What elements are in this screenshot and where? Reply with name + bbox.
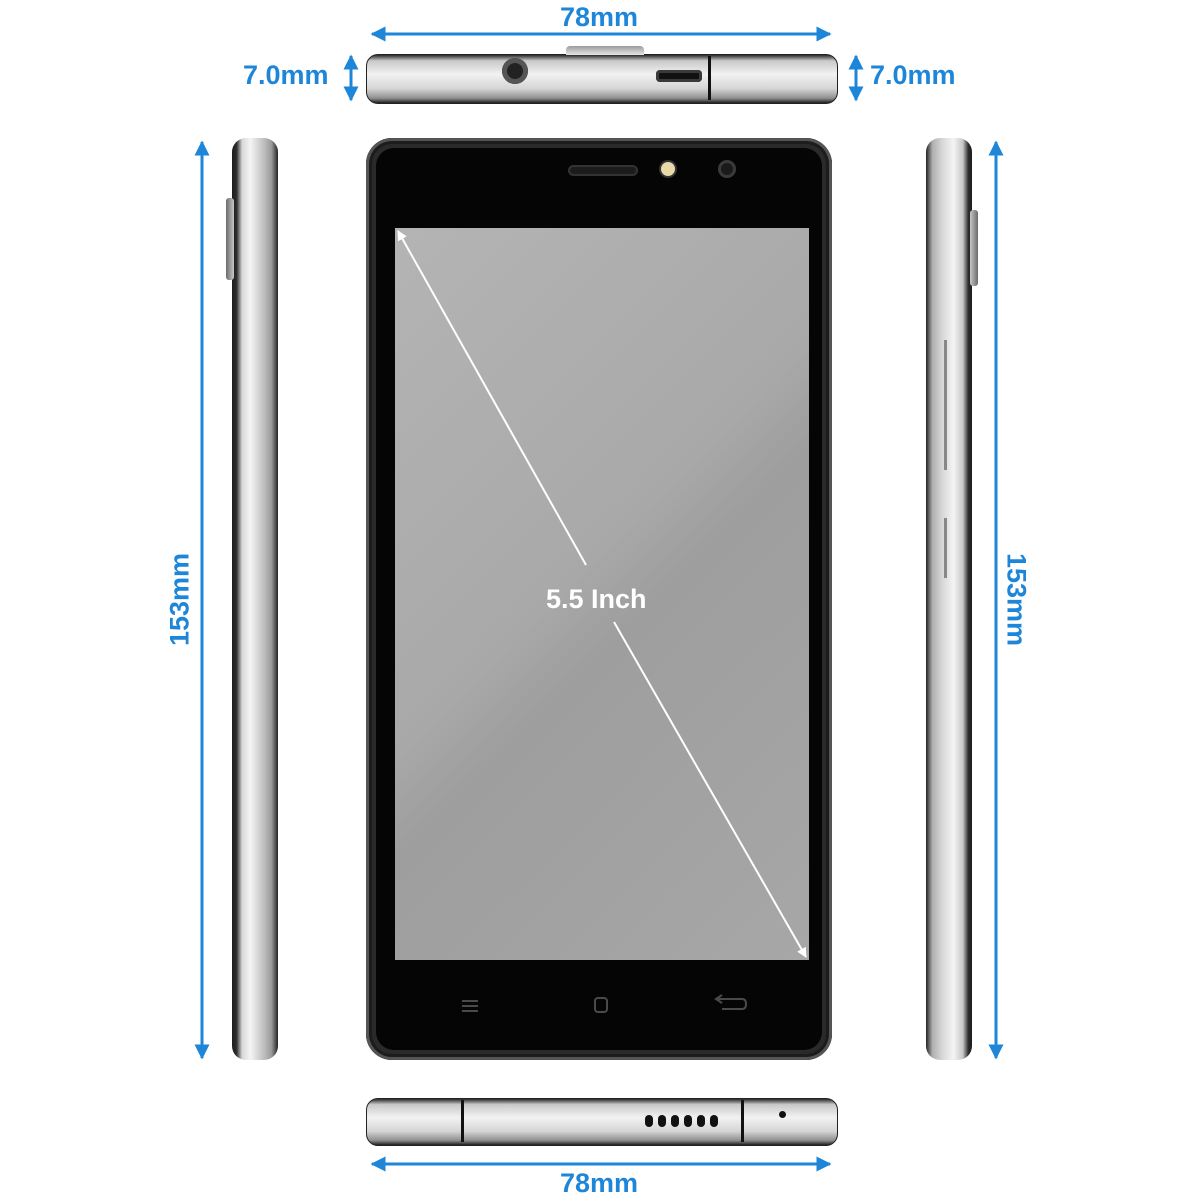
power-button-top xyxy=(566,46,644,55)
bottom-edge-seam-right xyxy=(741,1100,744,1142)
right-thickness-label: 7.0mm xyxy=(870,60,956,90)
phone-bottom-edge xyxy=(366,1098,838,1146)
top-width-label: 78mm xyxy=(560,2,639,32)
usb-port-icon xyxy=(656,70,702,82)
bottom-edge-seam-left xyxy=(461,1100,464,1142)
volume-key-groove xyxy=(944,340,947,470)
left-side-button xyxy=(226,198,234,280)
right-side-button-top xyxy=(970,210,978,286)
speaker-grille-icon xyxy=(645,1115,725,1127)
phone-right-side xyxy=(926,138,972,1060)
top-edge-seam xyxy=(708,56,711,100)
screen-size-label: 5.5 Inch xyxy=(546,584,647,614)
left-thickness-label: 7.0mm xyxy=(243,60,329,90)
earpiece-icon xyxy=(568,165,638,176)
power-key-groove xyxy=(944,518,947,578)
microphone-icon xyxy=(779,1111,786,1118)
bottom-width-label: 78mm xyxy=(560,1168,639,1198)
headphone-jack-icon xyxy=(502,58,528,84)
menu-icon[interactable] xyxy=(462,999,478,1013)
phone-left-side xyxy=(232,138,278,1060)
home-icon[interactable] xyxy=(594,997,608,1013)
flash-icon xyxy=(661,162,675,176)
front-camera-icon xyxy=(718,160,736,178)
